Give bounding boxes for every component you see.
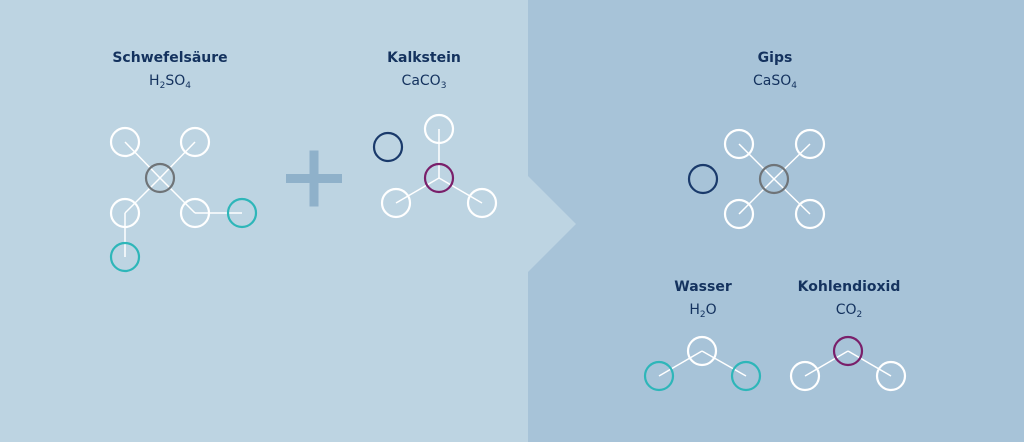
reactants-panel (0, 0, 528, 442)
formula-subscript: 4 (185, 81, 191, 91)
formula-part: CO (835, 302, 857, 318)
bond (658, 350, 703, 377)
compound-name: Kohlendioxid (797, 279, 901, 295)
hydrogen-atom (730, 360, 762, 392)
bond (438, 177, 483, 204)
bond (159, 141, 196, 179)
bond (804, 350, 849, 377)
bond (395, 177, 440, 204)
oxygen-atom (179, 197, 211, 229)
hydrogen-atom (643, 360, 675, 392)
oxygen-atom (466, 187, 498, 219)
bond (773, 178, 811, 215)
formula-part: CaSO (753, 73, 792, 89)
compound-formula: CaSO4 (753, 73, 797, 91)
formula-subscript: 2 (856, 310, 863, 320)
compound-schwefelsaeure: Schwefelsäure H2SO4 (112, 50, 227, 91)
bonds (124, 129, 892, 377)
calcium-atom (687, 163, 719, 195)
compound-name: Schwefelsäure (112, 50, 228, 66)
oxygen-atom (179, 126, 211, 158)
formula-part: H (689, 302, 700, 318)
formula-part: H (149, 73, 160, 89)
bond (124, 141, 161, 179)
compound-formula: CaCO3 (387, 73, 461, 91)
oxygen-atom (109, 126, 141, 158)
bond (738, 178, 775, 215)
formula-part: O (705, 302, 717, 318)
oxygen-atom (723, 198, 755, 230)
compound-formula: CO2 (798, 302, 901, 320)
compound-name: Kalkstein (387, 50, 461, 66)
formula-part: CaCO (401, 73, 441, 89)
formula-subscript: 3 (440, 81, 447, 91)
compound-name: Gips (757, 50, 793, 66)
carbon-atom (832, 335, 864, 367)
formula-part: SO (165, 73, 186, 89)
products-panel (528, 0, 1024, 442)
oxygen-atom (109, 197, 141, 229)
formula-subscript: 4 (791, 81, 797, 91)
plus-sign (286, 150, 342, 207)
oxygen-atom (423, 113, 455, 145)
bond (738, 143, 775, 180)
hydrogen-atom (109, 241, 141, 273)
compound-formula: H2SO4 (112, 73, 227, 91)
oxygen-atom (380, 187, 412, 219)
compound-gips: Gips CaSO4 (753, 50, 797, 91)
carbon-atom (423, 162, 455, 194)
compound-wasser: Wasser H2O (674, 279, 731, 320)
bond (847, 350, 892, 377)
oxygen-atom (794, 128, 826, 160)
compound-name: Wasser (674, 279, 732, 295)
bond (124, 177, 161, 214)
formula-subscript: 2 (699, 310, 706, 320)
sulfur-atom (144, 162, 176, 194)
oxygen-atom (789, 360, 821, 392)
bond (773, 143, 811, 180)
sulfur-atom (758, 163, 790, 195)
oxygen-atom (875, 360, 907, 392)
oxygen-atom (686, 335, 718, 367)
compound-kohlendioxid: Kohlendioxid CO2 (798, 279, 901, 320)
oxygen-atom (723, 128, 755, 160)
calcium-atom (372, 131, 404, 163)
bond (701, 350, 747, 377)
oxygen-atom (794, 198, 826, 230)
hydrogen-atom (226, 197, 258, 229)
bond (159, 177, 196, 214)
compound-kalkstein: Kalkstein CaCO3 (387, 50, 461, 91)
reaction-arrow (528, 176, 576, 272)
formula-subscript: 2 (159, 81, 166, 91)
atoms (109, 113, 907, 392)
compound-formula: H2O (674, 302, 731, 320)
